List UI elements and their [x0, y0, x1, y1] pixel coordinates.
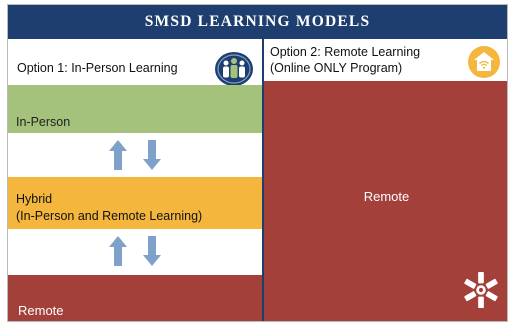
option2-sublabel: (Online ONLY Program)	[270, 61, 403, 75]
up-down-arrows-icon	[109, 140, 161, 170]
learning-models-diagram: SMSD LEARNING MODELS Option 1: In-Person…	[7, 4, 508, 322]
option1-header: Option 1: In-Person Learning	[8, 39, 262, 86]
in-person-label: In-Person	[16, 115, 71, 129]
option2-header: Option 2: Remote Learning (Online ONLY P…	[264, 39, 507, 81]
option1-label: Option 1: In-Person Learning	[17, 61, 178, 75]
home-wifi-icon	[468, 46, 500, 78]
diagram-title: SMSD LEARNING MODELS	[8, 5, 507, 39]
remote-stage-option2: Remote	[264, 81, 507, 321]
district-star-logo-icon	[464, 271, 498, 309]
column-divider	[262, 39, 264, 321]
people-group-icon	[215, 52, 253, 86]
hybrid-sublabel: (In-Person and Remote Learning)	[16, 209, 203, 223]
remote-stage-option1: Remote	[8, 275, 262, 321]
hybrid-label: Hybrid	[16, 192, 53, 206]
remote-label-option2: Remote	[363, 189, 410, 204]
up-down-arrows-icon	[109, 236, 161, 266]
transition-arrows-2	[8, 229, 262, 275]
remote-label-option1: Remote	[18, 303, 64, 318]
transition-arrows-1	[8, 133, 262, 177]
hybrid-stage: Hybrid (In-Person and Remote Learning)	[8, 177, 262, 229]
in-person-stage: In-Person	[8, 85, 262, 133]
option2-label: Option 2: Remote Learning	[270, 45, 421, 59]
